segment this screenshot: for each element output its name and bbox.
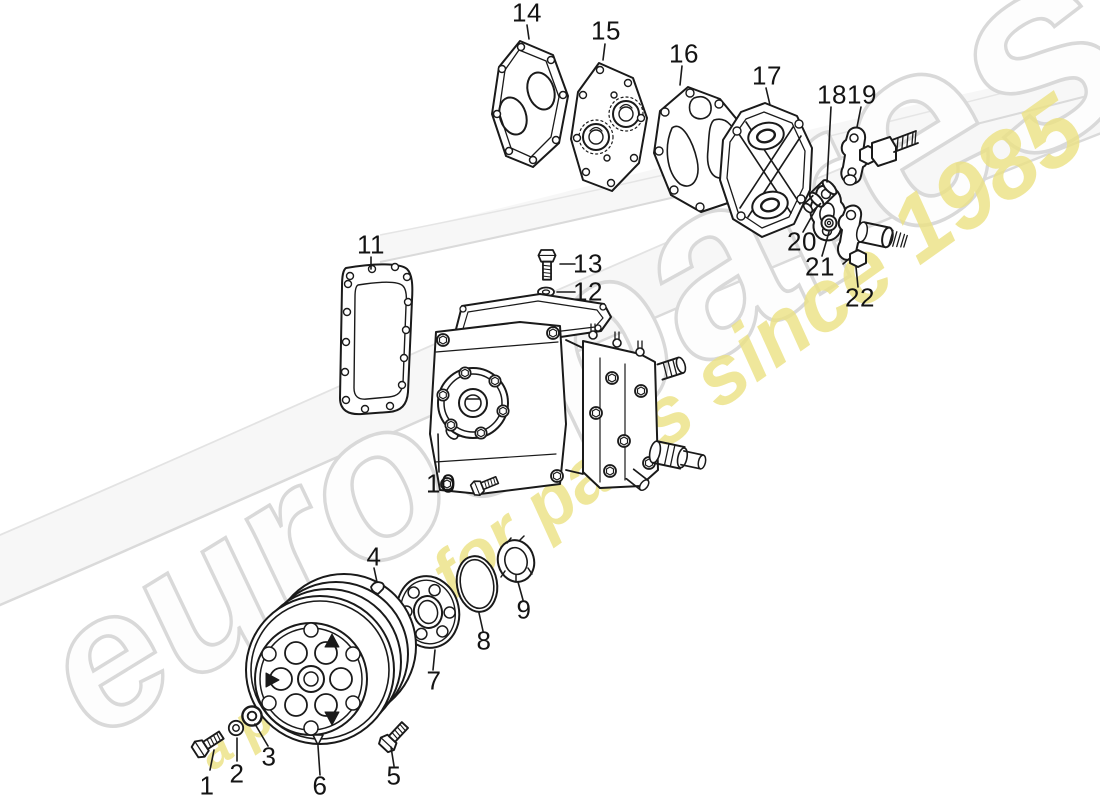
callout-20: 20	[787, 226, 817, 257]
callout-10: 10	[426, 468, 456, 499]
part-17-cylinder-head-cover	[719, 102, 813, 238]
callout-9: 9	[516, 594, 532, 625]
callout-21: 21	[805, 251, 835, 282]
part-4-woodruff-key	[370, 581, 385, 595]
callout-14: 14	[512, 0, 542, 28]
callout-11: 11	[357, 229, 385, 260]
callout-13: 13	[573, 248, 603, 279]
callout-19: 19	[847, 79, 877, 110]
callout-18: 18	[817, 79, 847, 110]
part-10-compressor-body	[429, 293, 707, 498]
callout-22: 22	[845, 282, 875, 313]
callout-8: 8	[476, 625, 492, 656]
callout-1: 1	[199, 770, 215, 800]
callout-7: 7	[426, 665, 442, 696]
callout-5: 5	[386, 760, 402, 791]
callout-4: 4	[366, 541, 382, 572]
part-2-washer	[227, 719, 245, 737]
callout-17: 17	[752, 60, 782, 91]
part-7-hub	[395, 575, 461, 649]
part-9-bearing-retainer	[496, 535, 536, 583]
part-14-gasket	[491, 40, 569, 168]
callout-2: 2	[229, 758, 245, 789]
callout-3: 3	[261, 741, 277, 772]
leader-lines	[209, 24, 862, 776]
part-3-washer	[241, 705, 263, 727]
callout-12: 12	[573, 276, 603, 307]
part-19-fitting	[840, 126, 919, 186]
part-6-pulley-clutch	[245, 573, 417, 746]
part-22-fitting	[836, 204, 908, 268]
part-1-bolt	[189, 726, 228, 761]
callout-6: 6	[312, 770, 328, 800]
part-15-valve-plate	[570, 62, 648, 192]
part-20-plug	[802, 179, 838, 214]
part-13-bolt	[537, 249, 557, 281]
part-8-o-ring	[455, 555, 499, 613]
part-21-seal-ring	[820, 214, 838, 232]
callout-16: 16	[669, 38, 699, 69]
part-5-bolt	[375, 717, 413, 756]
part-11-gasket	[339, 262, 414, 416]
callout-15: 15	[591, 15, 621, 46]
